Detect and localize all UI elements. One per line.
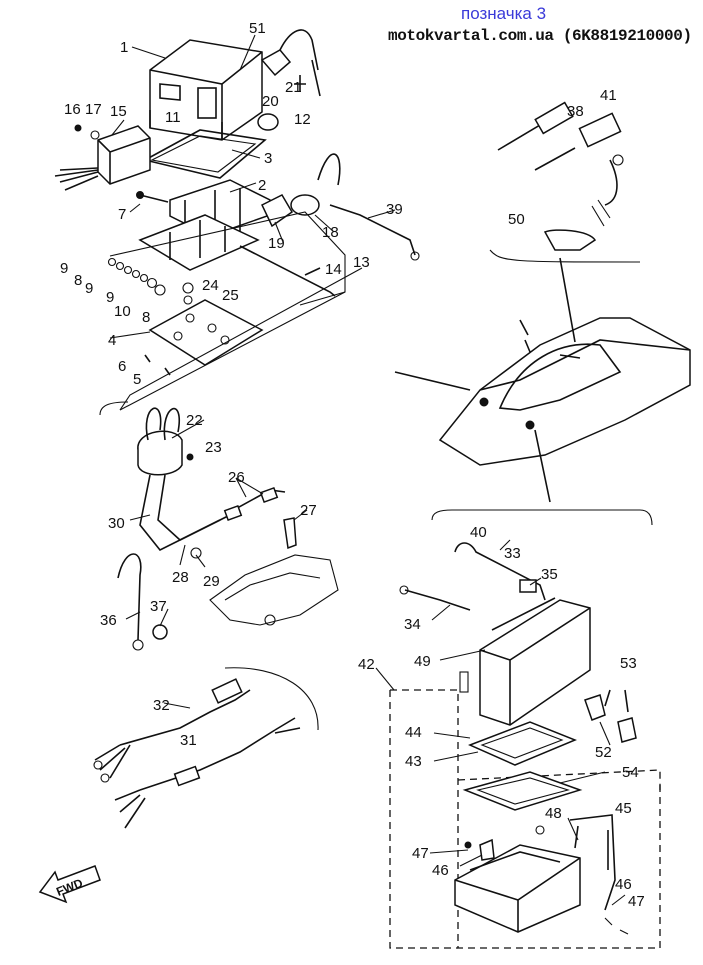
callout-48: 48	[545, 805, 562, 822]
callout-4: 4	[108, 332, 116, 349]
callout-16: 16	[64, 101, 81, 118]
callout-28: 28	[172, 569, 189, 586]
callout-7: 7	[118, 206, 126, 223]
callout-19: 19	[268, 235, 285, 252]
callout-49: 49	[414, 653, 431, 670]
callout-5: 5	[133, 371, 141, 388]
callout-24: 24	[202, 277, 219, 294]
fwd-arrow-icon	[38, 865, 101, 904]
switch-group	[497, 101, 624, 251]
callout-3: 3	[264, 150, 272, 167]
source-caption: motokvartal.com.ua (6K8819210000)	[388, 27, 692, 45]
callout-42: 42	[358, 656, 375, 673]
callout-21: 21	[285, 79, 302, 96]
harness-group	[38, 667, 319, 904]
leader-lines	[109, 34, 626, 906]
callout-8a: 8	[74, 272, 82, 289]
callout-14: 14	[325, 261, 342, 278]
callout-9c: 9	[106, 289, 114, 306]
callout-33: 33	[504, 545, 521, 562]
callout-10: 10	[114, 303, 131, 320]
callout-9b: 9	[85, 280, 93, 297]
callout-12: 12	[294, 111, 311, 128]
ignition-wiring-group	[99, 267, 363, 651]
callout-46a: 46	[432, 862, 449, 879]
electrical-box-group	[54, 29, 420, 411]
callout-29: 29	[203, 573, 220, 590]
callout-38: 38	[567, 103, 584, 120]
callout-labels: 1 51 21 20 12 11 16 17 15 3 2 7 39 18 19…	[54, 20, 644, 910]
callout-46b: 46	[615, 876, 632, 893]
callout-52: 52	[595, 744, 612, 761]
callout-13: 13	[353, 254, 370, 271]
callout-47a: 47	[412, 845, 429, 862]
callout-37: 37	[150, 598, 167, 615]
callout-45: 45	[615, 800, 632, 817]
callout-31: 31	[180, 732, 197, 749]
washer-stack	[107, 257, 166, 296]
callout-32: 32	[153, 697, 170, 714]
callout-17: 17	[85, 101, 102, 118]
callout-20: 20	[262, 93, 279, 110]
callout-47b: 47	[628, 893, 645, 910]
callout-15: 15	[110, 103, 127, 120]
callout-26: 26	[228, 469, 245, 486]
callout-39: 39	[386, 201, 403, 218]
callout-44: 44	[405, 724, 422, 741]
callout-2: 2	[258, 177, 266, 194]
callout-43: 43	[405, 753, 422, 770]
callout-53: 53	[620, 655, 637, 672]
callout-50: 50	[508, 211, 525, 228]
hull-group	[394, 249, 691, 503]
callout-1: 1	[120, 39, 128, 56]
callout-23: 23	[205, 439, 222, 456]
callout-8b: 8	[142, 309, 150, 326]
callout-18: 18	[322, 224, 339, 241]
callout-25: 25	[222, 287, 239, 304]
battery-group	[389, 509, 661, 949]
page-title: позначка 3	[461, 4, 547, 23]
callout-9a: 9	[60, 260, 68, 277]
callout-11: 11	[165, 109, 181, 126]
callout-34: 34	[404, 616, 421, 633]
callout-51: 51	[249, 20, 266, 37]
callout-30: 30	[108, 515, 125, 532]
callout-54: 54	[622, 764, 639, 781]
callout-6: 6	[118, 358, 126, 375]
callout-41: 41	[600, 87, 617, 104]
callout-36: 36	[100, 612, 117, 629]
callout-40: 40	[470, 524, 487, 541]
callout-35: 35	[541, 566, 558, 583]
callout-22: 22	[186, 412, 203, 429]
callout-27: 27	[300, 502, 317, 519]
